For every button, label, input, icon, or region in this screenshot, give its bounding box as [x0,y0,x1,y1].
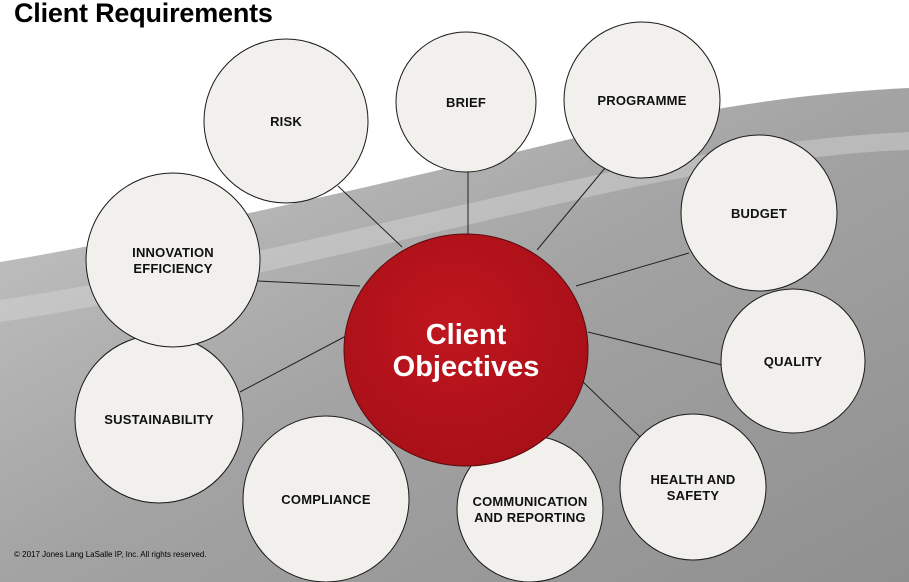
node-programme: PROGRAMME [563,21,721,179]
node-quality: QUALITY [720,288,866,434]
center-label-line: Client [426,319,507,351]
node-label-innovation-efficiency: EFFICIENCY [133,261,212,276]
node-label-communication-and-reporting: COMMUNICATION [472,494,587,509]
node-sustainability: SUSTAINABILITY [74,334,244,504]
node-brief: BRIEF [395,31,537,173]
node-label-quality: QUALITY [764,354,823,369]
connector-sustainability [239,335,347,393]
outer-nodes: RISK BRIEF PROGRAMME BUDGET QUALITY HEALTH AN… [74,21,866,582]
node-label-innovation-efficiency: INNOVATION [132,245,214,260]
node-circle-risk [203,38,369,204]
copyright-footer: © 2017 Jones Lang LaSalle IP, Inc. All r… [14,550,207,559]
connector-innovation-efficiency [257,280,361,287]
node-label-health-and-safety: HEALTH AND [650,472,735,487]
node-label-brief: BRIEF [446,95,486,110]
node-label-compliance: COMPLIANCE [281,492,371,507]
node-budget: BUDGET [680,134,838,292]
center-ellipse [343,233,589,467]
node-label-budget: BUDGET [731,206,787,221]
node-label-risk: RISK [270,114,302,129]
connector-lines [239,167,723,443]
connector-programme [536,167,606,251]
node-circle-quality [720,288,866,434]
node-circle-health-and-safety [619,413,767,561]
node-label-programme: PROGRAMME [597,93,686,108]
page-title: Client Requirements [14,0,273,28]
node-risk: RISK [203,38,369,204]
node-circle-brief [395,31,537,173]
node-compliance: COMPLIANCE [242,415,410,582]
node-circle-compliance [242,415,410,582]
node-circle-programme [563,21,721,179]
connector-quality [587,331,723,366]
node-label-communication-and-reporting: AND REPORTING [474,510,586,525]
node-label-sustainability: SUSTAINABILITY [104,412,214,427]
connector-risk [337,185,403,248]
node-circle-innovation-efficiency [85,172,261,348]
connector-budget [575,252,690,287]
node-circle-budget [680,134,838,292]
center-label-line: Objectives [393,351,540,383]
connector-health-and-safety [580,379,641,438]
node-label-health-and-safety: SAFETY [667,488,720,503]
